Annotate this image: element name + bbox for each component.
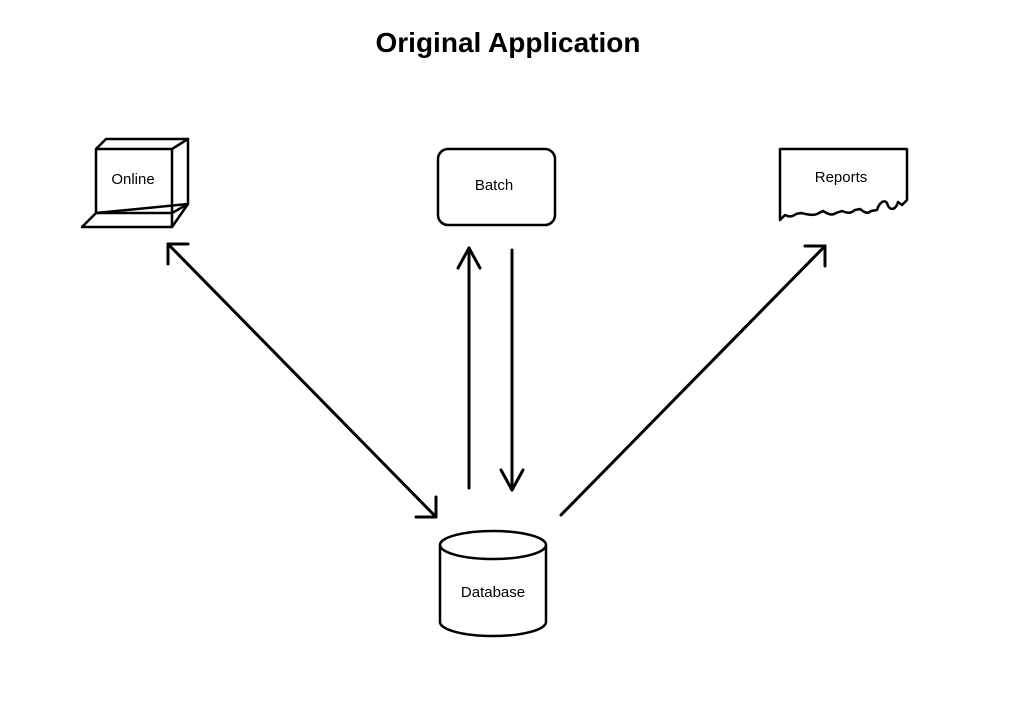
page-title: Original Application xyxy=(375,27,641,58)
online-node: Online xyxy=(80,137,190,229)
online-label: Online xyxy=(111,171,154,188)
arrow-batch-to-database xyxy=(499,248,525,492)
arrow-database-to-reports xyxy=(559,244,827,517)
database-label: Database xyxy=(461,584,525,601)
database-cylinder-icon xyxy=(438,529,548,638)
arrow-database-to-batch xyxy=(456,246,482,490)
batch-label: Batch xyxy=(475,177,513,194)
reports-label: Reports xyxy=(815,169,868,186)
reports-node: Reports xyxy=(778,147,909,222)
torn-paper-report-icon xyxy=(778,147,909,222)
batch-node: Batch xyxy=(436,147,557,227)
rounded-process-box-icon xyxy=(436,147,557,227)
database-node: Database xyxy=(438,529,548,638)
arrow-online-database xyxy=(166,242,438,519)
computer-terminal-icon xyxy=(80,137,190,229)
